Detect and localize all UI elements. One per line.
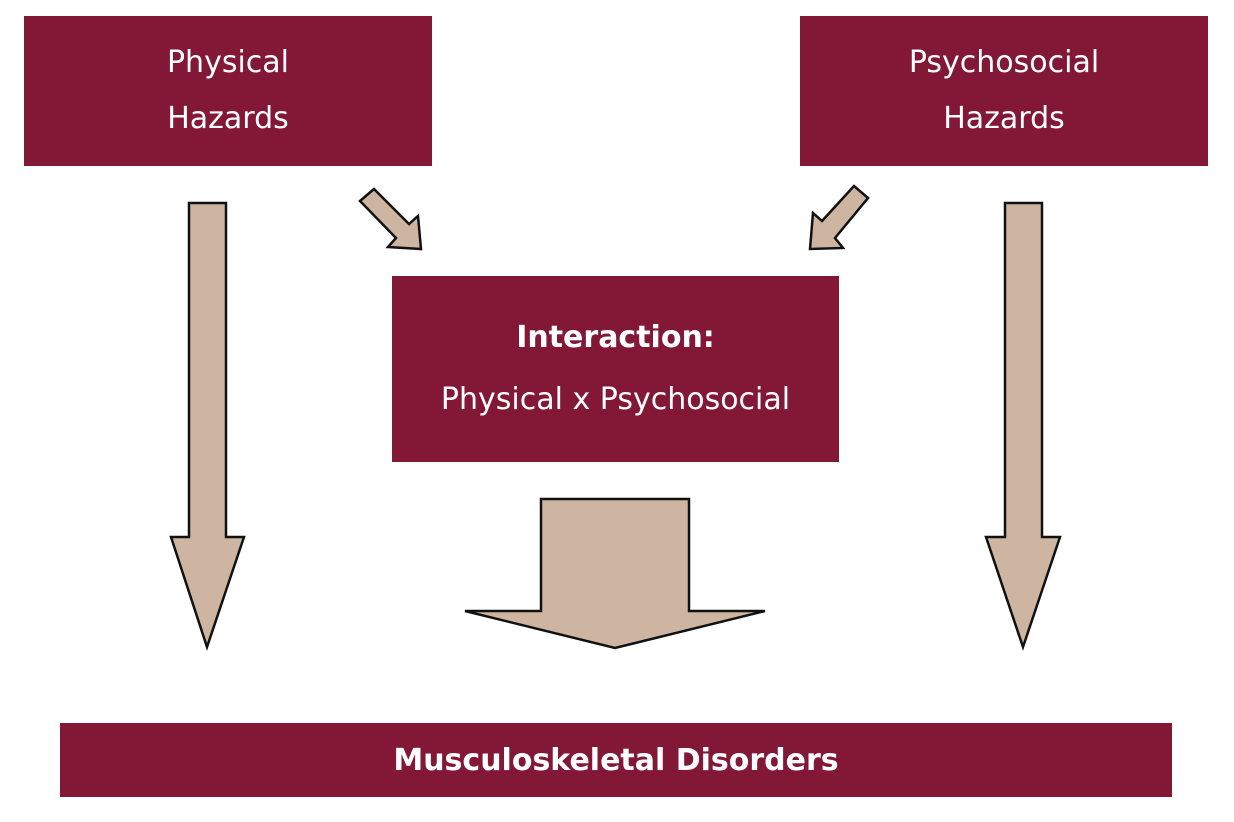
musculoskeletal-disorders-box: Musculoskeletal Disorders bbox=[60, 723, 1172, 797]
interaction-subtitle: Physical x Psychosocial bbox=[440, 382, 791, 417]
interaction-title: Interaction: bbox=[516, 320, 715, 355]
psychosocial-hazards-line1: Psychosocial bbox=[908, 45, 1100, 80]
arrow-interaction-to-outcome bbox=[464, 497, 766, 650]
arrow-psychosocial-to-interaction bbox=[808, 184, 870, 251]
physical-hazards-box: Physical Hazards bbox=[24, 16, 432, 166]
arrow-psychosocial-to-outcome bbox=[984, 201, 1062, 651]
physical-hazards-line2: Hazards bbox=[167, 101, 289, 136]
physical-hazards-line1: Physical bbox=[166, 45, 290, 80]
arrow-physical-to-interaction bbox=[358, 187, 423, 251]
musculoskeletal-disorders-label: Musculoskeletal Disorders bbox=[393, 742, 839, 778]
interaction-box: Interaction: Physical x Psychosocial bbox=[392, 276, 839, 462]
psychosocial-hazards-line2: Hazards bbox=[943, 101, 1065, 136]
psychosocial-hazards-box: Psychosocial Hazards bbox=[800, 16, 1208, 166]
arrow-physical-to-outcome bbox=[169, 201, 246, 651]
